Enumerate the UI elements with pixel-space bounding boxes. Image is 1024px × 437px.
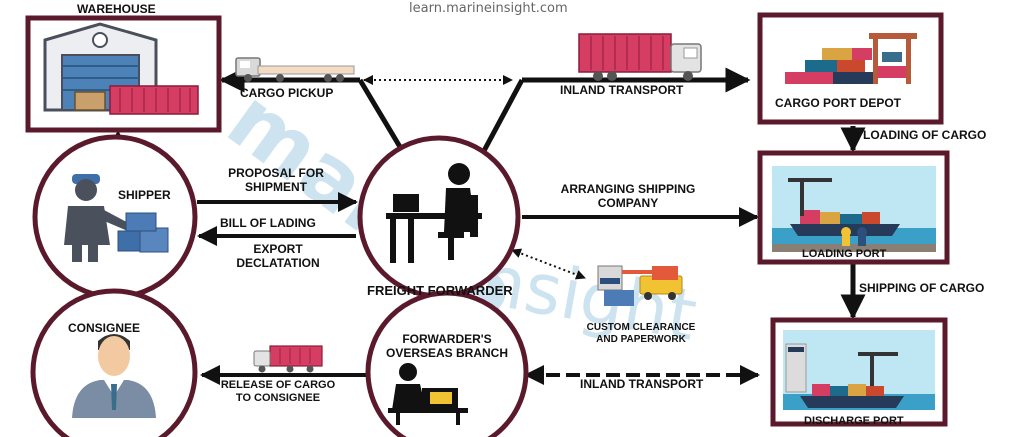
arranging-shipping-line1: ARRANGING SHIPPING xyxy=(560,182,696,196)
shipping-of-cargo-label: SHIPPING OF CARGO xyxy=(859,281,985,295)
custom-clearance-line1: CUSTOM CLEARANCE xyxy=(586,322,696,333)
person-at-laptop-icon xyxy=(388,363,468,425)
discharge-port-label: DISCHARGE PORT xyxy=(804,415,904,427)
proposal-label: PROPOSAL FOR SHIPMENT xyxy=(214,166,338,195)
proposal-label-line1: PROPOSAL FOR xyxy=(228,166,324,180)
cargo-pickup-label: CARGO PICKUP xyxy=(240,86,334,100)
custom-clearance-label: CUSTOM CLEARANCE AND PAPERWORK xyxy=(568,322,714,345)
cargo-port-depot-label: CARGO PORT DEPOT xyxy=(775,96,902,110)
loading-port-node xyxy=(757,150,950,265)
customs-checkpoint-icon xyxy=(597,265,683,306)
release-of-cargo-label: RELEASE OF CARGO TO CONSIGNEE xyxy=(204,379,352,404)
loading-port-label: LOADING PORT xyxy=(802,248,887,260)
consignee-node xyxy=(30,288,198,437)
bill-of-lading-label: BILL OF LADING xyxy=(220,216,316,230)
overseas-branch-line1: FORWARDER'S xyxy=(402,332,492,346)
warehouse-label: WAREHOUSE xyxy=(77,2,156,16)
proposal-label-line2: SHIPMENT xyxy=(244,179,307,194)
site-url: learn.marineinsight.com xyxy=(409,1,568,16)
consignee-label: CONSIGNEE xyxy=(68,321,141,335)
inland-transport-bottom-label: INLAND TRANSPORT xyxy=(580,377,704,391)
loading-of-cargo-label: LOADING OF CARGO xyxy=(863,128,987,142)
arranging-shipping-label: ARRANGING SHIPPING COMPANY xyxy=(538,182,718,211)
warehouse-icon xyxy=(43,22,199,115)
custom-clearance-line2: AND PAPERWORK xyxy=(596,333,686,345)
overseas-branch-label: FORWARDER'S OVERSEAS BRANCH xyxy=(382,332,512,361)
overseas-branch-node xyxy=(365,290,529,437)
shipper-node xyxy=(32,134,198,300)
connectors xyxy=(113,67,866,385)
customs-dotted-link xyxy=(511,248,586,280)
port-ship-crane-icon xyxy=(783,330,935,410)
cargo-port-depot-node xyxy=(757,12,944,125)
inland-transport-top-label: INLAND TRANSPORT xyxy=(560,83,684,97)
person-at-desk-icon xyxy=(386,163,482,263)
export-declaration-label: EXPORT DECLATATION xyxy=(216,242,340,271)
discharge-port-node xyxy=(770,317,948,427)
inland-transport-top-arrow xyxy=(475,78,525,164)
empty-trailer-truck-icon xyxy=(235,57,355,82)
release-of-cargo-line1: RELEASE OF CARGO xyxy=(220,379,336,391)
warehouse-node xyxy=(25,15,222,133)
container-truck-icon xyxy=(578,33,702,81)
freight-forwarder-label: FREIGHT FORWARDER xyxy=(367,283,513,298)
port-ship-crane-icon xyxy=(772,166,936,252)
arranging-shipping-line2: COMPANY xyxy=(597,195,659,210)
worker-with-boxes-icon xyxy=(64,174,169,262)
overseas-branch-line2: OVERSEAS BRANCH xyxy=(385,345,508,360)
container-truck-icon xyxy=(253,345,323,373)
shipper-label: SHIPPER xyxy=(118,188,171,202)
export-declaration-line2: DECLATATION xyxy=(236,255,320,270)
container-yard-crane-icon xyxy=(785,33,917,84)
release-of-cargo-line2: TO CONSIGNEE xyxy=(235,391,321,404)
businessman-icon xyxy=(72,334,156,418)
freight-forwarder-node xyxy=(357,135,521,299)
export-declaration-line1: EXPORT xyxy=(253,242,303,256)
